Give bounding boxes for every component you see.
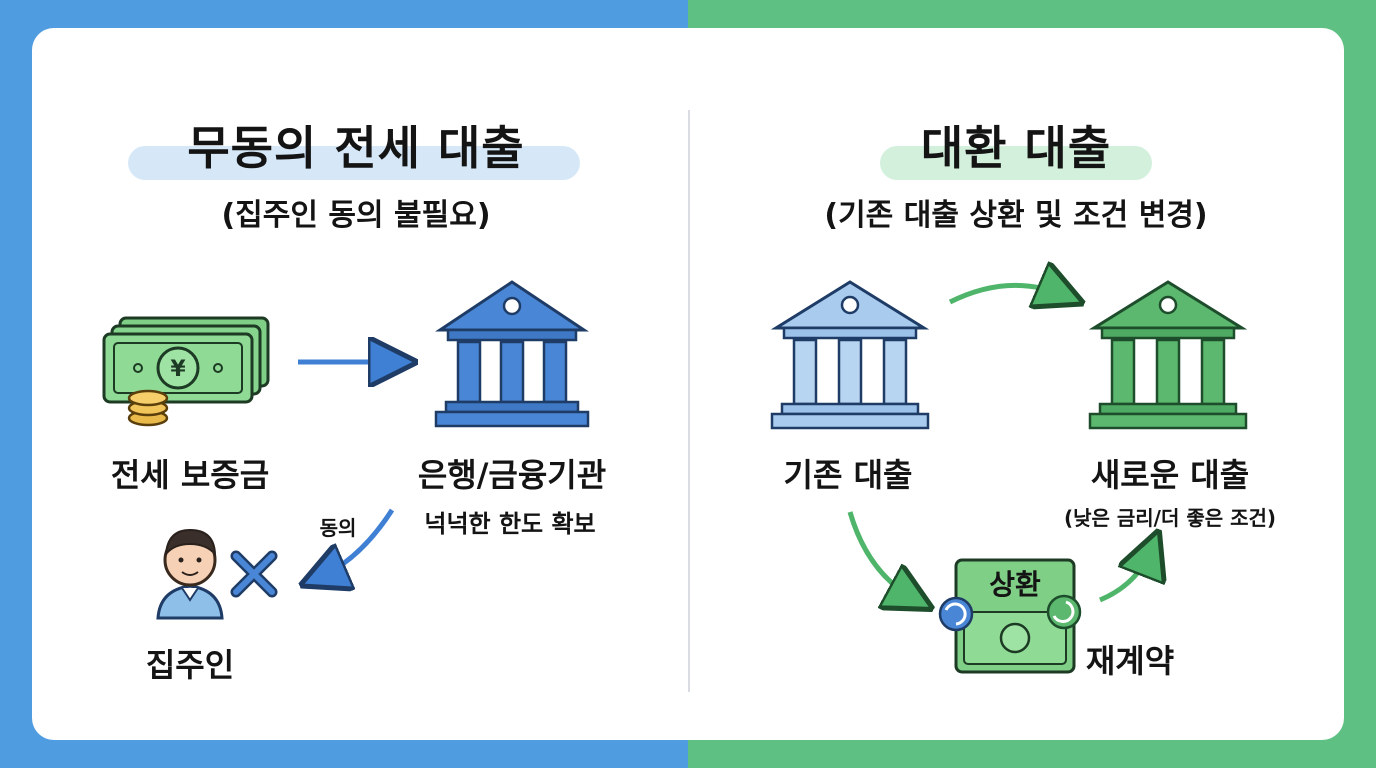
repayment-bill-icon: 상환	[954, 558, 1076, 674]
money-stack-icon: ¥	[102, 316, 270, 404]
deposit-label: 전세 보증금	[110, 456, 270, 494]
refresh-icon	[938, 596, 974, 632]
right-title: 대환 대출	[920, 121, 1112, 175]
left-title-highlight	[128, 146, 580, 180]
old-loan-bank-icon	[770, 280, 930, 430]
left-subtitle: (집주인 동의 불필요)	[221, 198, 491, 233]
arrow-consent	[318, 508, 395, 578]
new-loan-label: 새로운 대출	[1090, 456, 1250, 494]
old-loan-label: 기존 대출	[783, 456, 913, 494]
bank-note: 넉넉한 한도 확보	[424, 510, 596, 538]
left-title: 무동의 전세 대출	[187, 121, 525, 175]
coins-icon	[127, 389, 169, 427]
bank-icon	[434, 280, 590, 428]
landlord-avatar-icon	[156, 528, 224, 620]
recontract-label: 재계약	[1085, 642, 1175, 680]
repay-label: 상환	[989, 568, 1041, 601]
landlord-label: 집주인	[145, 646, 235, 684]
consent-label: 동의	[319, 516, 357, 540]
arrow-to-repayment	[847, 511, 916, 600]
currency-symbol: ¥	[170, 357, 186, 382]
right-subtitle: (기존 대출 상환 및 조건 변경)	[824, 198, 1208, 233]
new-loan-bank-icon	[1088, 280, 1248, 430]
recycle-icon	[1046, 594, 1082, 630]
new-loan-note: (낮은 금리/더 좋은 조건)	[1063, 506, 1277, 530]
close-icon	[230, 550, 278, 598]
section-divider	[688, 110, 690, 692]
arrow-to-new-loan	[1099, 548, 1152, 603]
bank-label: 은행/금융기관	[417, 456, 607, 494]
right-title-highlight	[880, 146, 1152, 180]
arrow-old-to-new	[948, 285, 1066, 302]
